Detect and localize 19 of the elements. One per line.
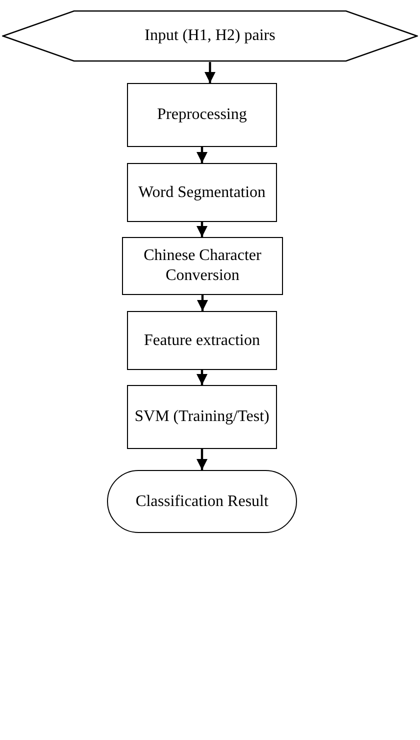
- node-label: Word Segmentation: [137, 182, 267, 202]
- node-label: SVM (Training/Test): [134, 407, 270, 427]
- node-label: Chinese Character Conversion: [142, 246, 262, 286]
- arrow: [196, 449, 208, 470]
- process-box: [127, 385, 277, 449]
- node-label: Feature extraction: [143, 330, 261, 350]
- process-box: [127, 163, 277, 222]
- process-box: [122, 237, 283, 295]
- arrow: [196, 370, 208, 385]
- node-label: Preprocessing: [156, 105, 248, 125]
- arrow: [196, 147, 208, 163]
- arrow: [196, 222, 208, 237]
- node-label: Classification Result: [134, 492, 270, 512]
- node-label: Input (H1, H2) pairs: [144, 26, 276, 46]
- input-hexagon: [2, 10, 418, 62]
- arrow: [204, 62, 216, 83]
- process-box: [127, 83, 277, 147]
- process-box: [127, 311, 277, 370]
- arrow: [197, 295, 208, 311]
